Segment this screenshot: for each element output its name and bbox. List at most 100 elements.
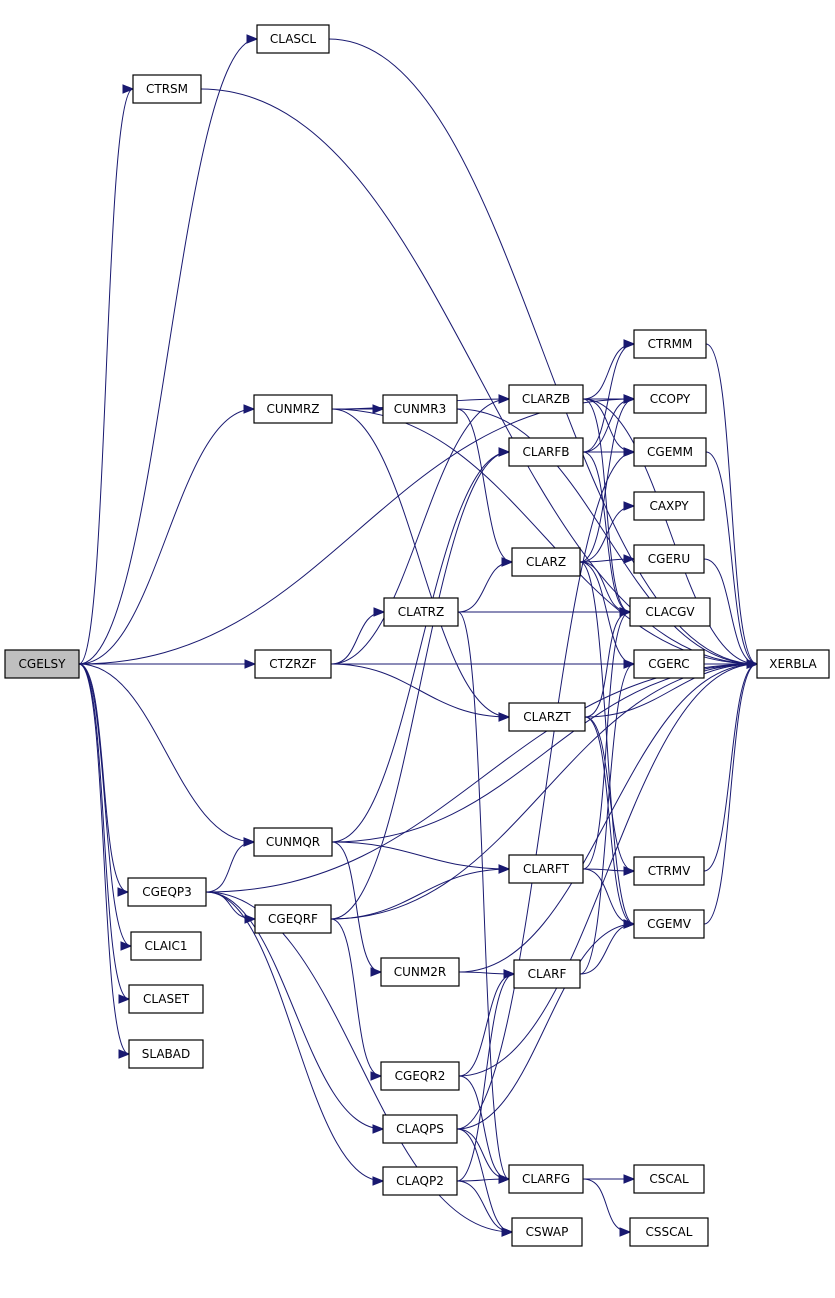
node-ctrmv[interactable]: CTRMV: [633, 856, 705, 886]
edge-claqp2-cswap: [456, 1180, 513, 1233]
edge-clarfb-ccopy: [582, 398, 635, 453]
node-clarf[interactable]: CLARF: [513, 959, 581, 989]
node-box: [383, 597, 459, 627]
edge-claqps-cswap: [456, 1128, 513, 1233]
edge-ctzrzf-clarzb: [330, 398, 510, 665]
node-cgerc[interactable]: CGERC: [633, 649, 705, 679]
node-cgeqr2[interactable]: CGEQR2: [380, 1061, 460, 1091]
edge-clatrz-clarfg: [457, 611, 510, 1180]
edge-cgelsy-ccopy: [78, 398, 635, 665]
edge-cunmqr-clarfb: [331, 451, 510, 843]
edge-ctrmv-xerbla: [703, 663, 758, 872]
node-clarzb[interactable]: CLARZB: [508, 384, 584, 414]
node-box: [4, 649, 80, 679]
node-cunmr3[interactable]: CUNMR3: [382, 394, 458, 424]
node-box: [633, 544, 705, 574]
node-box: [380, 1061, 460, 1091]
arrow-head-claqps: [372, 1124, 385, 1134]
edge-cgelsy-clascl: [78, 38, 258, 665]
node-box: [633, 909, 705, 939]
node-cgelsy[interactable]: CGELSY: [4, 649, 80, 679]
edge-ctzrzf-clarzt: [330, 663, 510, 718]
node-cunmrz[interactable]: CUNMRZ: [253, 394, 333, 424]
arrow-head-cgemm: [623, 447, 636, 457]
node-cunm2r[interactable]: CUNM2R: [380, 957, 460, 987]
arrow-head-clatrz: [373, 607, 386, 617]
node-claic1[interactable]: CLAIC1: [130, 931, 202, 961]
node-box: [508, 384, 584, 414]
node-ctzrzf[interactable]: CTZRZF: [254, 649, 332, 679]
edge-clarz-cgemv: [579, 561, 635, 925]
edge-claqps-cgemm: [456, 451, 635, 1130]
node-label: CLARZT: [523, 710, 571, 724]
node-clarz[interactable]: CLARZ: [511, 547, 581, 577]
node-clatrz[interactable]: CLATRZ: [383, 597, 459, 627]
node-cunmqr[interactable]: CUNMQR: [253, 827, 333, 857]
node-box: [633, 1164, 705, 1194]
node-claqp2[interactable]: CLAQP2: [382, 1166, 458, 1196]
arrow-head-cscal: [623, 1174, 636, 1184]
node-label: CLATRZ: [398, 605, 445, 619]
arrow-head-cunmrz: [243, 404, 256, 414]
node-label: CGEQR2: [395, 1069, 446, 1083]
node-box: [254, 649, 332, 679]
arrow-head-clarz: [501, 557, 514, 567]
node-claset[interactable]: CLASET: [128, 984, 204, 1014]
edge-clarzt-clacgv: [584, 611, 631, 718]
edge-clarzb-clacgv: [582, 398, 631, 613]
node-cscal[interactable]: CSCAL: [633, 1164, 705, 1194]
node-csscal[interactable]: CSSCAL: [629, 1217, 709, 1247]
node-label: CUNMQR: [266, 835, 320, 849]
node-box: [132, 74, 202, 104]
node-label: CLASCL: [270, 32, 317, 46]
node-cgemm[interactable]: CGEMM: [633, 437, 707, 467]
node-claqps[interactable]: CLAQPS: [382, 1114, 458, 1144]
node-box: [253, 827, 333, 857]
node-label: CGEQRF: [268, 912, 318, 926]
node-label: CTRSM: [146, 82, 188, 96]
node-label: CSSCAL: [646, 1225, 693, 1239]
node-label: CGERC: [648, 657, 689, 671]
node-cgemv[interactable]: CGEMV: [633, 909, 705, 939]
node-clarfb[interactable]: CLARFB: [508, 437, 584, 467]
node-label: XERBLA: [769, 657, 817, 671]
node-clacgv[interactable]: CLACGV: [629, 597, 711, 627]
edge-clarzb-xerbla: [582, 398, 758, 665]
node-cgeqp3[interactable]: CGEQP3: [127, 877, 207, 907]
node-ccopy[interactable]: CCOPY: [633, 384, 707, 414]
arrow-head-clarzb: [498, 394, 511, 404]
node-slabad[interactable]: SLABAD: [128, 1039, 204, 1069]
node-box: [513, 959, 581, 989]
node-box: [633, 384, 707, 414]
node-label: CGERU: [648, 552, 690, 566]
node-clarfg[interactable]: CLARFG: [508, 1164, 584, 1194]
node-label: CSWAP: [526, 1225, 569, 1239]
node-label: CLASET: [143, 992, 190, 1006]
edge-cgemm-xerbla: [705, 451, 758, 665]
edge-clarfb-ctrmm: [582, 343, 635, 453]
node-label: CGEMV: [647, 917, 692, 931]
edge-ctrmm-xerbla: [705, 343, 758, 665]
node-box: [382, 1114, 458, 1144]
node-caxpy[interactable]: CAXPY: [633, 491, 705, 521]
node-label: CGELSY: [19, 657, 67, 671]
node-box: [633, 649, 705, 679]
node-ctrmm[interactable]: CTRMM: [633, 329, 707, 359]
node-cswap[interactable]: CSWAP: [511, 1217, 583, 1247]
arrow-head-claset: [118, 994, 131, 1004]
node-box: [633, 491, 705, 521]
node-box: [382, 1166, 458, 1196]
node-clarzt[interactable]: CLARZT: [508, 702, 586, 732]
node-ctrsm[interactable]: CTRSM: [132, 74, 202, 104]
node-clascl[interactable]: CLASCL: [256, 24, 330, 54]
node-clarft[interactable]: CLARFT: [508, 854, 584, 884]
arrow-head-ctrmv: [623, 866, 636, 876]
node-xerbla[interactable]: XERBLA: [756, 649, 830, 679]
arrow-head-clacgv: [619, 607, 632, 617]
arrow-head-slabad: [118, 1049, 131, 1059]
arrow-head-clarfb: [498, 447, 511, 457]
edge-cgelsy-claset: [78, 663, 130, 1000]
node-cgeqrf[interactable]: CGEQRF: [254, 904, 332, 934]
node-label: SLABAD: [142, 1047, 190, 1061]
node-cgeru[interactable]: CGERU: [633, 544, 705, 574]
